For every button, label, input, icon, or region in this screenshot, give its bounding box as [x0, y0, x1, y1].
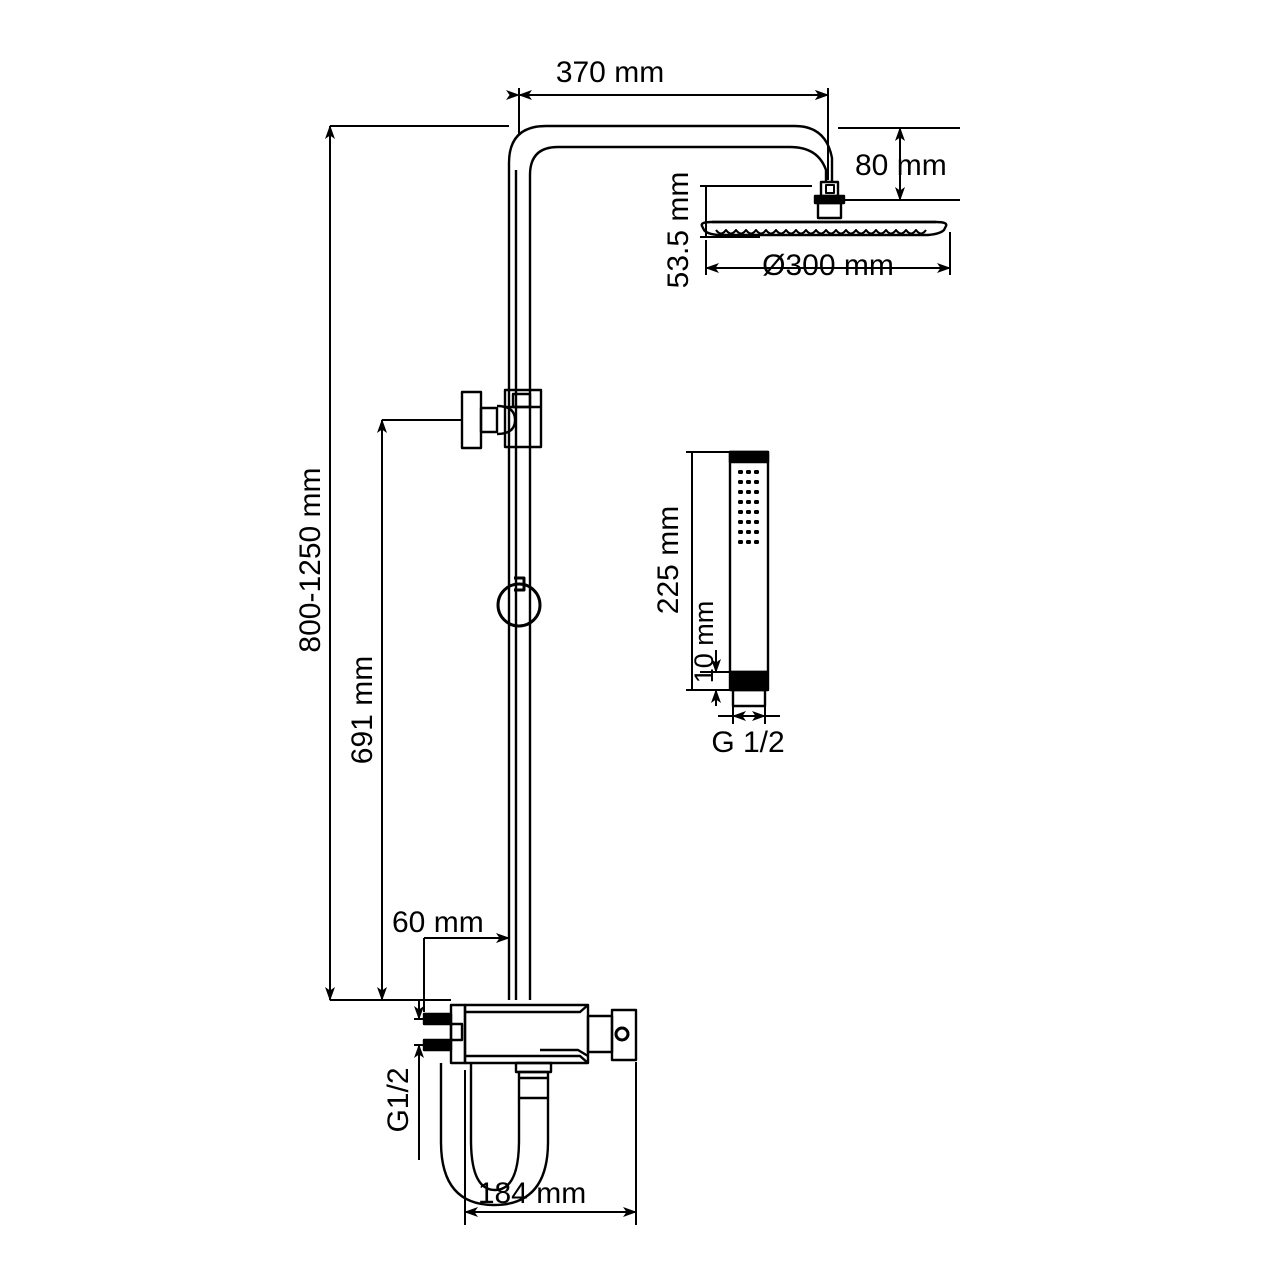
dim-label-mixer-inlet-thread: G1/2	[382, 1067, 415, 1132]
shower-arm	[507, 124, 834, 415]
dim-label-bracket-height: 691 mm	[346, 656, 379, 764]
dim-label-hand-shower-base: 10 mm	[689, 601, 719, 684]
overhead-shower-head	[700, 180, 948, 237]
slider-holder	[496, 576, 542, 628]
inlet-connectors	[422, 1012, 464, 1052]
riser-bar	[507, 398, 532, 1000]
dimension-lines	[325, 88, 960, 1225]
dim-label-hand-shower-length: 225 mm	[652, 506, 685, 614]
dim-label-arm-length: 370 mm	[556, 56, 664, 89]
upper-wall-bracket	[460, 388, 543, 450]
dim-label-mixer-width: 184 mm	[478, 1177, 586, 1210]
hand-shower-nozzles	[738, 470, 759, 544]
dim-label-mixer-offset: 60 mm	[392, 906, 484, 939]
overhead-head-nozzles	[715, 229, 927, 235]
dim-label-hand-shower-thread: G 1/2	[711, 726, 784, 759]
dim-label-bar-height-range: 800-1250 mm	[294, 467, 327, 652]
dim-label-head-drop: 80 mm	[855, 149, 947, 182]
dim-label-head-diameter: Ø300 mm	[762, 249, 894, 282]
thermostatic-mixer-body	[449, 1003, 638, 1065]
hose-outlet	[514, 1061, 553, 1100]
dim-label-head-thickness: 53.5 mm	[662, 172, 695, 289]
flexible-hose	[439, 1063, 550, 1207]
